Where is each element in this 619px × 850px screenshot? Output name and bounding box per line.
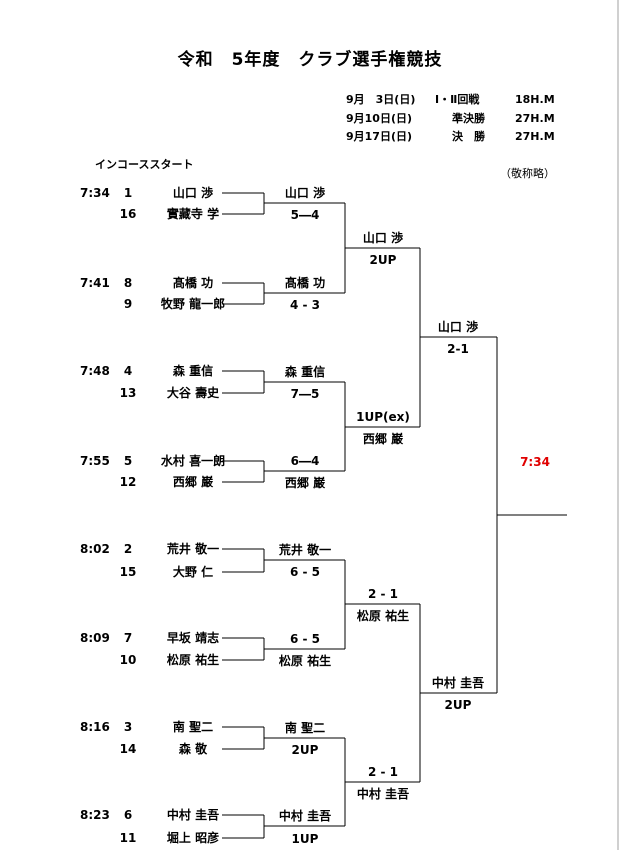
r1-score: 7―5 bbox=[290, 387, 320, 401]
seed-number: 5 bbox=[123, 454, 133, 468]
r1-score: 6 - 5 bbox=[289, 565, 321, 579]
r1-winner: 南 聖二 bbox=[284, 721, 326, 735]
r2-top: 2 - 1 bbox=[367, 587, 399, 601]
r1-score: 1UP bbox=[291, 832, 319, 846]
schedule-holes: 27H.M bbox=[515, 112, 555, 125]
seed-number: 6 bbox=[123, 808, 133, 822]
r1-score: 6 - 5 bbox=[289, 632, 321, 646]
page-title: 令和 5年度 クラブ選手権競技 bbox=[177, 50, 443, 70]
seed-number: 7 bbox=[123, 631, 133, 645]
player-name: 大野 仁 bbox=[172, 565, 214, 579]
seed-number: 11 bbox=[119, 831, 137, 845]
semi-top: 山口 渉 bbox=[437, 320, 479, 334]
r2-bottom: 2UP bbox=[369, 253, 397, 267]
start-label: インコーススタート bbox=[95, 158, 194, 171]
r1-winner: 荒井 敬一 bbox=[278, 543, 332, 557]
player-name: 大谷 壽史 bbox=[166, 386, 220, 400]
seed-number: 13 bbox=[119, 386, 137, 400]
player-name: 實藏寺 学 bbox=[166, 207, 220, 221]
r1-score: 2UP bbox=[291, 743, 319, 757]
schedule-holes: 18H.M bbox=[515, 93, 555, 106]
r2-top: 2 - 1 bbox=[367, 765, 399, 779]
player-name: 山口 渉 bbox=[172, 186, 214, 200]
player-name: 松原 祐生 bbox=[166, 653, 220, 667]
schedule-holes: 27H.M bbox=[515, 130, 555, 143]
schedule-round: 決 勝 bbox=[452, 130, 485, 143]
schedule-date: 9月 3日(日) bbox=[346, 93, 416, 106]
semi-bottom: 2-1 bbox=[447, 342, 469, 356]
seed-number: 9 bbox=[123, 297, 133, 311]
r2-top: 1UP(ex) bbox=[356, 410, 410, 424]
schedule-date: 9月10日(日) bbox=[346, 112, 413, 125]
tee-time: 7:48 bbox=[80, 364, 110, 378]
seed-number: 2 bbox=[123, 542, 133, 556]
final-time: 7:34 bbox=[520, 455, 550, 469]
schedule-round: 準決勝 bbox=[452, 112, 485, 125]
tee-time: 8:02 bbox=[80, 542, 110, 556]
semi-top: 中村 圭吾 bbox=[431, 676, 485, 690]
tee-time: 8:16 bbox=[80, 720, 110, 734]
r2-lines bbox=[344, 203, 420, 826]
r1-winner: 中村 圭吾 bbox=[278, 809, 332, 823]
r1-winner: 西郷 巌 bbox=[284, 476, 326, 490]
r1-score: 4 - 3 bbox=[289, 298, 321, 312]
final-lines bbox=[496, 337, 567, 693]
page-edge bbox=[617, 0, 619, 850]
tee-time: 7:55 bbox=[80, 454, 110, 468]
player-name: 南 聖二 bbox=[172, 720, 214, 734]
player-name: 森 重信 bbox=[172, 364, 214, 378]
r1-winner: 森 重信 bbox=[284, 365, 326, 379]
seed-number: 4 bbox=[123, 364, 133, 378]
tee-time: 8:09 bbox=[80, 631, 110, 645]
tee-time: 8:23 bbox=[80, 808, 110, 822]
player-name: 西郷 巌 bbox=[172, 475, 214, 489]
seed-number: 14 bbox=[119, 742, 137, 756]
player-name: 森 敬 bbox=[178, 742, 208, 756]
schedule-date: 9月17日(日) bbox=[346, 130, 413, 143]
r1-connectors bbox=[222, 192, 265, 839]
semi-bottom: 2UP bbox=[444, 698, 472, 712]
player-name: 早坂 靖志 bbox=[166, 631, 220, 645]
player-name: 中村 圭吾 bbox=[166, 808, 220, 822]
player-name: 堀上 昭彦 bbox=[166, 831, 220, 845]
r2-bottom: 西郷 巌 bbox=[362, 432, 404, 446]
seed-number: 8 bbox=[123, 276, 133, 290]
honorific-note: （敬称略） bbox=[500, 167, 555, 180]
tee-time: 7:34 bbox=[80, 186, 110, 200]
tee-time: 7:41 bbox=[80, 276, 110, 290]
schedule-round: Ⅰ・Ⅱ回戦 bbox=[435, 93, 480, 106]
r2-bottom: 松原 祐生 bbox=[356, 609, 410, 623]
r1-winner: 松原 祐生 bbox=[278, 654, 332, 668]
semi-lines bbox=[419, 248, 497, 782]
seed-number: 16 bbox=[119, 207, 137, 221]
r2-top: 山口 渉 bbox=[362, 231, 404, 245]
seed-number: 1 bbox=[123, 186, 133, 200]
r1-winner-lines bbox=[264, 202, 345, 827]
player-name: 牧野 龍一郎 bbox=[160, 297, 226, 311]
player-name: 水村 喜一朗 bbox=[160, 454, 226, 468]
r1-score: 5―4 bbox=[290, 208, 320, 222]
seed-number: 15 bbox=[119, 565, 137, 579]
player-name: 髙橋 功 bbox=[172, 276, 214, 290]
r1-winner: 山口 渉 bbox=[284, 186, 326, 200]
r1-score: 6―4 bbox=[290, 454, 320, 468]
r1-winner: 髙橋 功 bbox=[284, 276, 326, 290]
seed-number: 12 bbox=[119, 475, 137, 489]
player-name: 荒井 敬一 bbox=[166, 542, 220, 556]
seed-number: 3 bbox=[123, 720, 133, 734]
r2-bottom: 中村 圭吾 bbox=[356, 787, 410, 801]
seed-number: 10 bbox=[119, 653, 137, 667]
